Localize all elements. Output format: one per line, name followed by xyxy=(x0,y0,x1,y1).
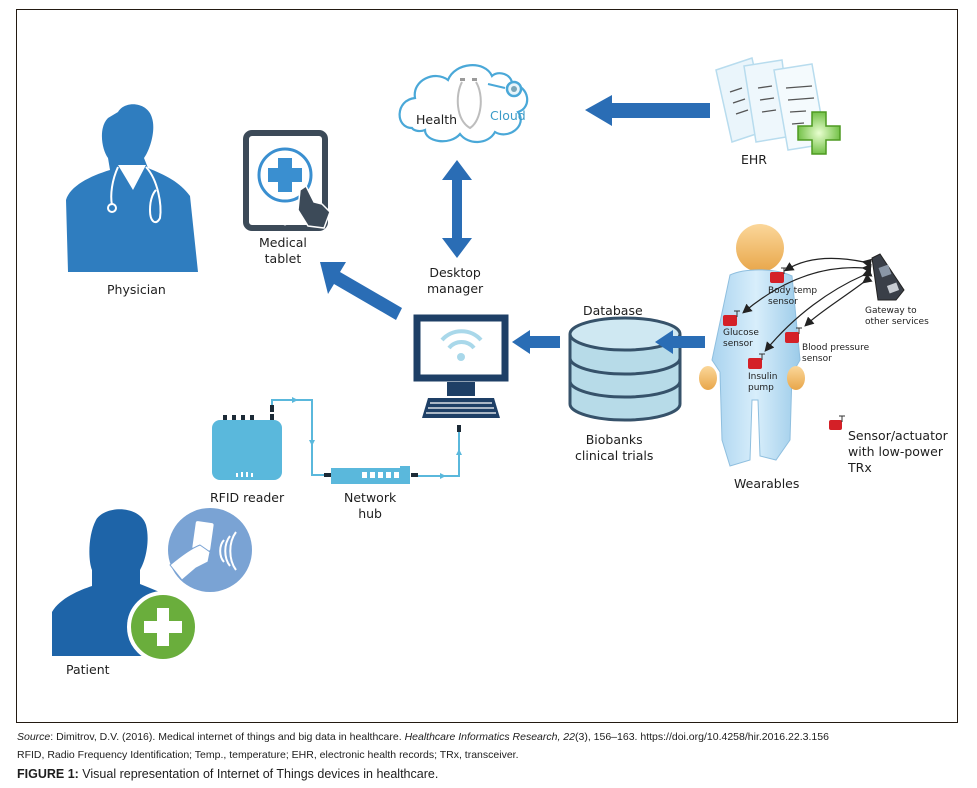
sensor-glucose xyxy=(723,310,740,326)
health-cloud-label-health: Health xyxy=(416,112,458,127)
physician-icon xyxy=(66,104,198,273)
database-icon xyxy=(568,316,682,422)
medical-tablet-icon xyxy=(243,130,331,231)
network-cable xyxy=(271,399,460,477)
health-cloud-label-cloud: Cloud xyxy=(490,108,526,123)
ehr-label: EHR xyxy=(741,152,767,167)
sensor-label-insulin-pump: Insulin pump xyxy=(748,372,778,393)
rfid-reader-icon xyxy=(212,414,282,480)
medical-plus-badge-icon xyxy=(127,591,199,663)
medical-tablet-label: Medical tablet xyxy=(259,235,307,266)
arrow-desktop-to-tablet xyxy=(320,262,402,320)
arrow-wearables-to-database xyxy=(655,330,705,354)
network-hub-label: Network hub xyxy=(344,490,397,521)
gateway-phone-icon xyxy=(871,253,905,301)
gateway-label: Gateway to other services xyxy=(865,306,929,327)
sensor-label-glucose: Glucose sensor xyxy=(723,328,759,349)
caption-abbreviations: RFID, Radio Frequency Identification; Te… xyxy=(17,749,519,761)
arrow-cloud-desktop-bidirectional xyxy=(442,160,472,258)
caption-source: Source: Dimitrov, D.V. (2016). Medical i… xyxy=(17,731,829,743)
desktop-computer-icon xyxy=(413,314,509,418)
health-cloud-icon xyxy=(398,64,529,144)
patient-label: Patient xyxy=(66,662,110,677)
legend-sensor-icon xyxy=(829,415,845,430)
ehr-documents-icon xyxy=(715,57,841,155)
sensor-label-body-temp: Body temp sensor xyxy=(768,286,818,307)
wireless-links xyxy=(742,257,873,352)
arrow-ehr-to-cloud xyxy=(585,95,710,126)
figure-frame xyxy=(16,9,958,723)
legend-sensor-label: Sensor/actuator with low-power TRx xyxy=(848,428,948,475)
cable-connectors xyxy=(270,405,461,477)
physician-label: Physician xyxy=(107,282,166,297)
figure-caption: FIGURE 1: Visual representation of Inter… xyxy=(17,767,439,781)
database-label: Database xyxy=(583,303,643,318)
rfid-card-icon xyxy=(168,508,252,592)
sensor-insulin-pump xyxy=(748,353,765,369)
rfid-reader-label: RFID reader xyxy=(210,490,285,505)
arrow-database-to-desktop xyxy=(512,330,560,354)
network-hub-icon xyxy=(331,466,410,484)
sensor-label-blood-pressure: Blood pressure sensor xyxy=(802,343,870,364)
wearables-label: Wearables xyxy=(734,476,800,491)
desktop-manager-label: Desktop manager xyxy=(427,265,484,296)
database-sublabel: Biobanks clinical trials xyxy=(575,432,654,463)
